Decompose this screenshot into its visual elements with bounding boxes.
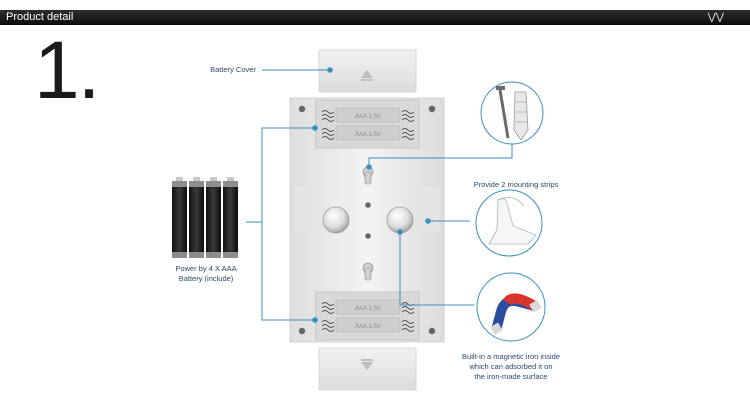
section-title: Product detail [6, 11, 74, 23]
top-battery-cover [318, 49, 417, 93]
battery-cell-text: AAA 1.5V [355, 306, 381, 312]
battery-cover-label: Battery Cover [210, 65, 256, 74]
magnet-label-line2: which can adsorbed it on [469, 362, 553, 371]
leader-lines [246, 67, 513, 323]
screw-anchor-illustration [480, 81, 544, 145]
double-chevron-down-icon[interactable]: ⋁⋁ [707, 12, 724, 23]
magnet-label-line1: Built-in a magnetic iron inside [462, 352, 560, 361]
section-header-bar: Product detail ⋁⋁ [0, 10, 750, 25]
mounting-strips-label: Provide 2 mounting strips [473, 180, 559, 189]
mounting-strip-illustration [475, 189, 543, 257]
magnet-label-line3: the iron-made surface [474, 372, 548, 381]
aaa-batteries-illustration [172, 177, 238, 258]
batteries-label-line2: Battery (include) [178, 274, 234, 283]
battery-cell-text: AAA 1.5V [355, 324, 381, 330]
battery-cell-text: AAA 1.5V [355, 114, 381, 120]
step-number: 1. [34, 25, 100, 116]
bottom-battery-cover [318, 347, 417, 391]
battery-cell-text: AAA 1.5V [355, 132, 381, 138]
switch-panel: AAA 1.5V AAA 1.5V AAA 1.5V AAA 1.5V [289, 97, 445, 343]
batteries-label-line1: Power by 4 X AAA [175, 264, 237, 273]
magnet-illustration [476, 272, 546, 342]
